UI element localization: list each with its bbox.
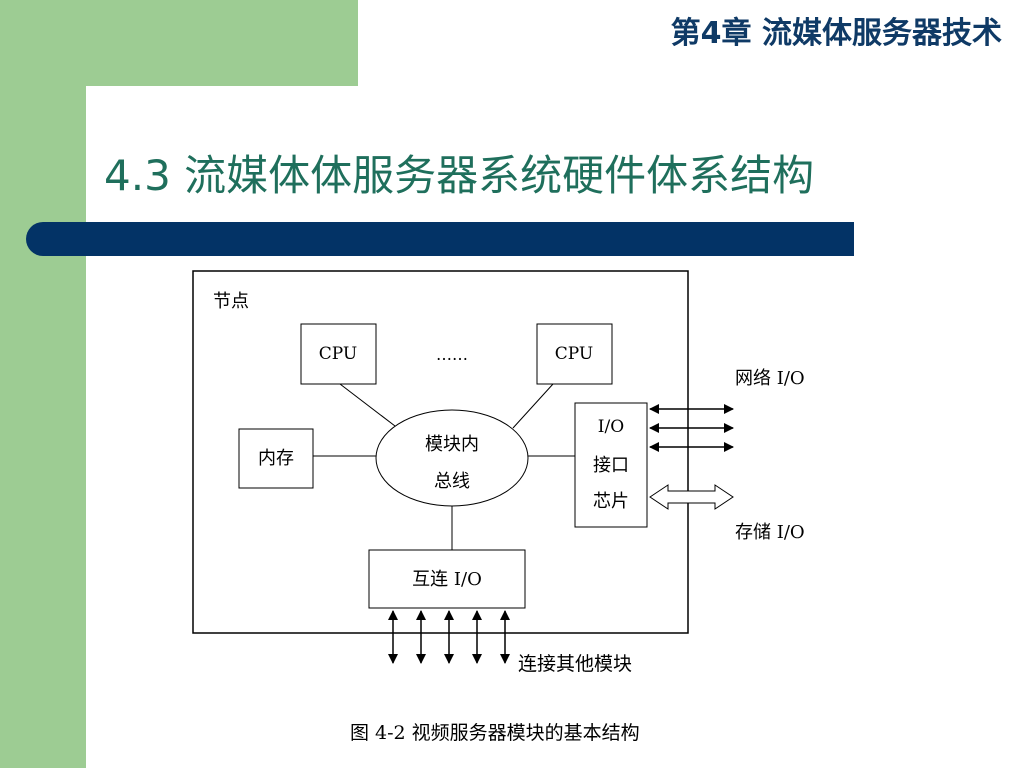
decor-green-left bbox=[0, 0, 86, 768]
chapter-heading: 第4章 流媒体服务器技术 bbox=[670, 16, 1002, 51]
io-chip-box bbox=[574, 402, 648, 528]
interconnect-box bbox=[368, 549, 526, 609]
node-label: 节点 bbox=[213, 291, 249, 312]
content-panel bbox=[86, 86, 1024, 768]
cpu-ellipsis: …… bbox=[436, 345, 468, 364]
cpu-left-box bbox=[300, 323, 377, 385]
storage-io-label: 存储 I/O bbox=[735, 522, 805, 543]
io-chip-line1: I/O bbox=[598, 417, 624, 437]
bus-label-line2: 总线 bbox=[434, 471, 470, 492]
cpu-right-label: CPU bbox=[555, 344, 593, 364]
slide-title: 4.3 流媒体体服务器系统硬件体系结构 bbox=[104, 151, 815, 200]
interconnect-label: 互连 I/O bbox=[412, 569, 482, 590]
cpu-right-box bbox=[536, 323, 613, 385]
line-cpu-right-bus bbox=[512, 383, 554, 429]
bus-label-line1: 模块内 bbox=[425, 434, 479, 455]
network-io-label: 网络 I/O bbox=[735, 368, 805, 389]
io-chip-line3: 芯片 bbox=[593, 491, 629, 512]
memory-label: 内存 bbox=[258, 448, 294, 469]
title-underline-bar bbox=[26, 222, 854, 256]
figure-caption: 图 4-2 视频服务器模块的基本结构 bbox=[350, 722, 640, 744]
connect-other-modules-label: 连接其他模块 bbox=[518, 653, 632, 675]
internal-bus-ellipse bbox=[375, 409, 529, 507]
memory-box bbox=[238, 428, 314, 489]
storage-io-arrow bbox=[649, 484, 734, 510]
node-box bbox=[192, 270, 689, 634]
cpu-left-label: CPU bbox=[319, 344, 357, 364]
line-cpu-left-bus bbox=[339, 383, 396, 427]
io-chip-line2: 接口 bbox=[593, 455, 629, 476]
